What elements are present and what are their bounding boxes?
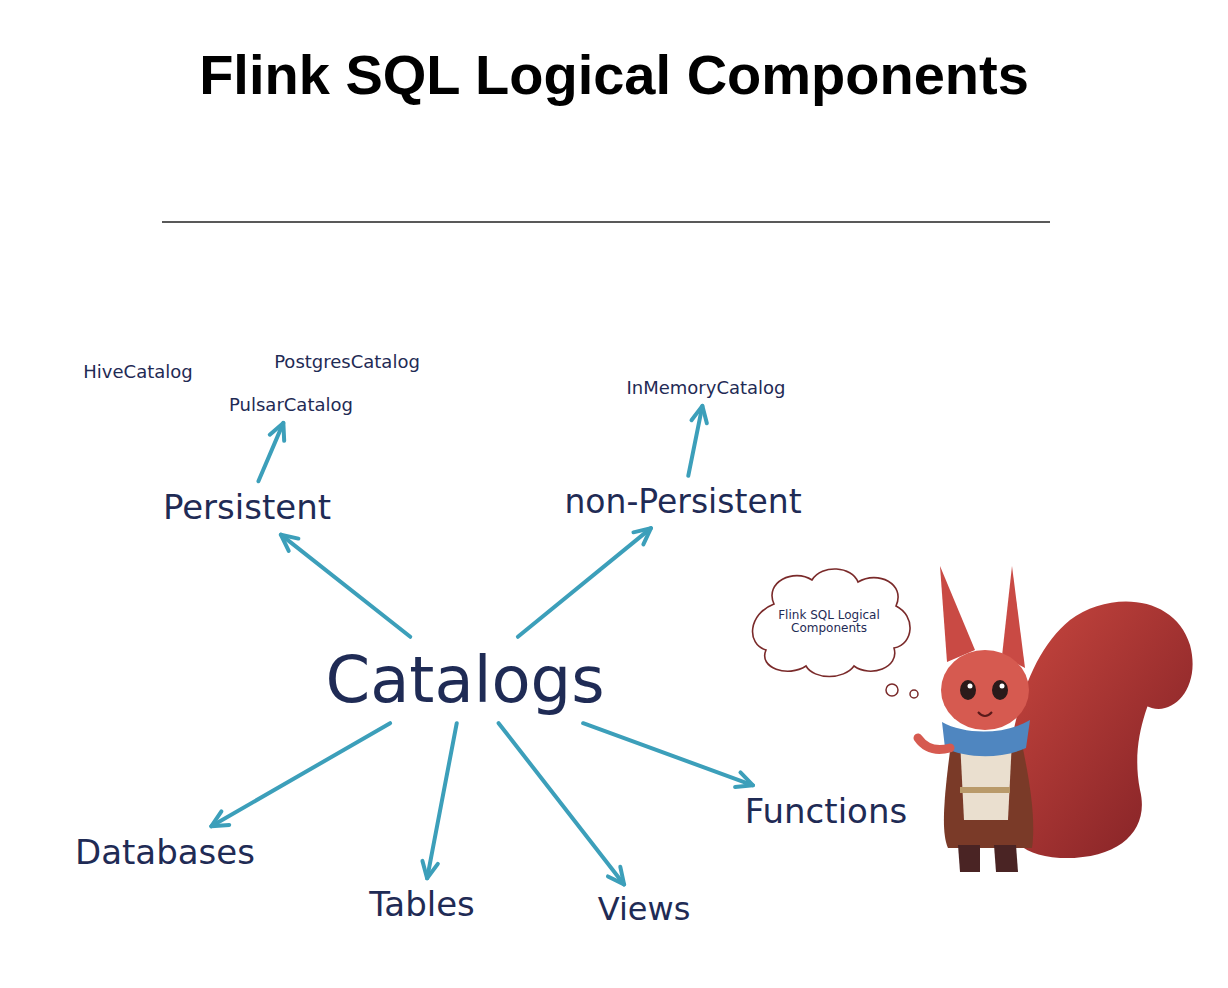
- arrow-line: [281, 535, 410, 637]
- node-text: Flink SQL Logical Components: [744, 607, 914, 637]
- node-text: Tables: [365, 884, 479, 925]
- central-label: Catalogs: [321, 643, 608, 717]
- arrow-head: [633, 528, 651, 544]
- thought-dot: [910, 690, 918, 698]
- catalog-label: PostgresCatalog: [270, 350, 424, 374]
- page-title: Flink SQL Logical Components: [199, 44, 1029, 106]
- arrow-line: [518, 528, 651, 637]
- catalog-label: HiveCatalog: [79, 360, 196, 384]
- catalog-label: InMemoryCatalog: [622, 376, 789, 400]
- arrow-head: [211, 811, 229, 826]
- component-label: Functions: [741, 791, 911, 832]
- component-label: Views: [594, 890, 695, 929]
- arrow-line: [211, 723, 390, 826]
- arrow-line: [427, 723, 457, 878]
- node-text: HiveCatalog: [79, 360, 196, 384]
- arrow-head: [270, 423, 284, 441]
- arrow-connector: [688, 406, 707, 476]
- node-text: PostgresCatalog: [270, 350, 424, 374]
- arrow-connector: [211, 723, 390, 826]
- node-text: PulsarCatalog: [225, 393, 357, 417]
- arrow-head: [608, 867, 624, 885]
- node-text: non-Persistent: [560, 482, 805, 522]
- node-text: Catalogs: [321, 643, 608, 717]
- arrow-connector: [499, 723, 624, 884]
- arrow-connector: [258, 423, 284, 481]
- arrow-head: [692, 406, 707, 423]
- arrow-line: [258, 423, 283, 481]
- arrow-line: [499, 723, 624, 884]
- thought-dot: [886, 684, 898, 696]
- node-text: Databases: [71, 832, 259, 873]
- arrow-line: [583, 723, 753, 785]
- catalog-label: PulsarCatalog: [225, 393, 357, 417]
- category-label: Persistent: [159, 487, 335, 528]
- arrow-connector: [583, 723, 753, 787]
- component-label: Databases: [71, 832, 259, 873]
- node-text: Persistent: [159, 487, 335, 528]
- node-text: Views: [594, 890, 695, 929]
- divider-line: [162, 221, 1050, 223]
- node-text: InMemoryCatalog: [622, 376, 789, 400]
- component-label: Tables: [365, 884, 479, 925]
- thought-cloud: Flink SQL Logical Components: [744, 564, 914, 680]
- arrow-connector: [518, 528, 651, 637]
- category-label: non-Persistent: [560, 482, 805, 522]
- arrow-head: [422, 861, 437, 878]
- arrow-connector: [281, 535, 410, 637]
- arrow-head: [735, 772, 753, 787]
- arrow-head: [281, 535, 299, 551]
- squirrel-mascot: [918, 566, 1193, 872]
- node-text: Functions: [741, 791, 911, 832]
- arrow-connector: [422, 723, 456, 878]
